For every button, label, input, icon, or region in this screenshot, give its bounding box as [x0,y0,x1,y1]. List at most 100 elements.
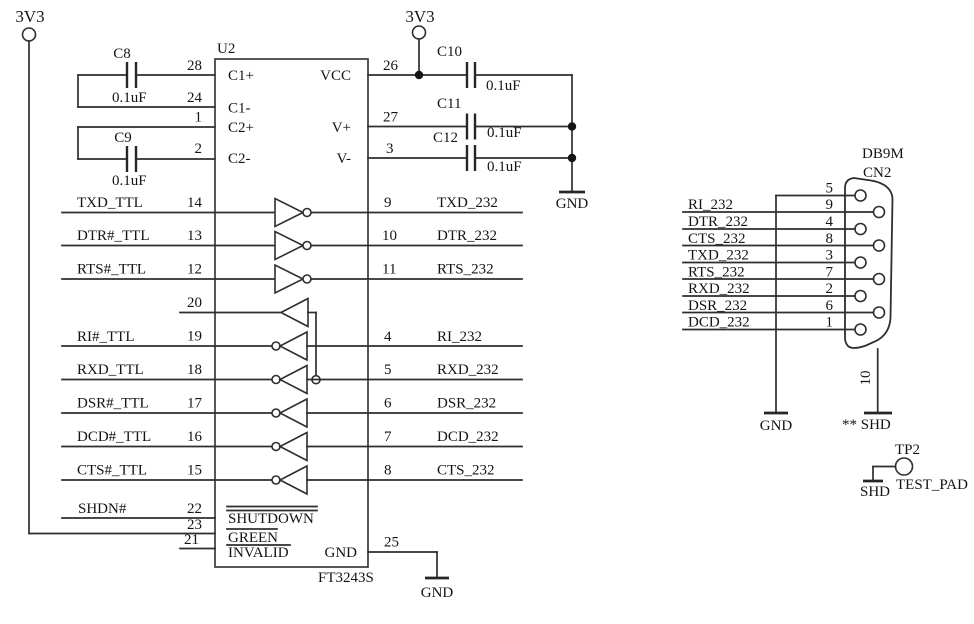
ic-pin-name: C1- [228,101,251,117]
ic-pin-name: C2- [228,151,251,167]
testpad-net-label: TEST_PAD [896,477,968,493]
net-label: RTS#_TTL [77,262,146,278]
pin-number: 3 [826,248,834,264]
pin-number: 8 [826,231,834,247]
net-label: DCD#_TTL [77,429,151,445]
ic-left-pin-numbers: 28 24 1 2 14 13 12 20 19 18 17 16 15 22 … [184,58,203,548]
decoupling-caps: C10 0.1uF C11 0.1uF C12 0.1uF GND [367,44,589,212]
tx-buffers [61,197,523,295]
pin-number: 15 [187,463,202,479]
pin-number: 19 [187,329,202,345]
pin-number: 20 [187,295,202,311]
pin-number: 2 [195,141,203,157]
net-label: RI_232 [688,197,733,213]
connector-refdes: CN2 [863,165,891,181]
cap-value: 0.1uF [112,90,147,106]
pin-number: 24 [187,90,203,106]
rx-buffers [61,330,523,496]
pin-number: 10 [382,228,397,244]
cap-refdes: C11 [437,96,461,112]
pin-number: 1 [826,315,834,331]
pin-number: 7 [384,429,392,445]
ic-ground: GND [367,551,453,601]
pin-number: 3 [386,141,394,157]
pin-number: 10 [858,371,874,386]
db9-pin-hole [854,222,867,236]
power-label: 3V3 [15,7,44,26]
connector-type: DB9M [862,146,904,162]
ic-pin-name: C1+ [228,68,254,84]
net-label: CTS_232 [437,463,495,479]
pin-number: 11 [382,262,396,278]
power-port-3v3-left: 3V3 [15,7,45,535]
power-label: 3V3 [405,7,434,26]
junction-dot [567,153,577,163]
net-label: RTS_232 [688,265,745,281]
ic-pin-name: INVALID [228,545,289,561]
net-label: RXD_TTL [77,362,144,378]
pin-number: 8 [384,463,392,479]
buffer-icon [274,263,305,295]
ic-pin-name: GREEN [228,530,278,546]
pin-number: 1 [195,110,203,126]
net-label: TXD_232 [437,195,498,211]
pin-number: 14 [187,195,203,211]
db9-pin-hole [872,272,886,286]
junction-dot [567,122,577,131]
pin-number: 16 [187,429,203,445]
pin-number: 26 [383,58,399,74]
power-pin-circle [411,25,427,40]
net-label: RXD_232 [437,362,499,378]
junction-dot [414,70,424,80]
buffer-icon [278,464,308,496]
net-label: DSR_232 [688,298,747,314]
net-label: RI#_TTL [77,329,135,345]
testpad-refdes: TP2 [895,442,920,458]
net-label: DSR_232 [437,396,496,412]
net-label: RXD_232 [688,281,750,297]
pin-number: 21 [184,532,199,548]
cap-value: 0.1uF [486,78,521,94]
net-label: TXD_TTL [77,195,143,211]
net-label: DSR#_TTL [77,396,149,412]
pin-number: 5 [826,181,834,197]
pin-number: 2 [826,281,834,297]
pin-number: 9 [384,195,392,211]
capacitor-c9: C9 0.1uF [77,126,216,189]
pin-number: 28 [187,58,202,74]
db9-pin-hole [854,289,867,303]
ic-refdes: U2 [217,41,235,57]
testpad-pad-circle [894,457,914,476]
ic-pin-name: V+ [332,120,351,136]
db9-shell [844,177,894,349]
pin-number: 13 [187,228,202,244]
db9-pin-hole [854,256,867,269]
pin-number: 9 [826,197,834,213]
pin-number: 7 [826,265,834,281]
net-label: DCD_232 [688,315,750,331]
ic-pin-name: SHUTDOWN [228,511,314,527]
db9-pin-hole [854,323,867,336]
pin-number: 18 [187,362,202,378]
ic-pin-name: C2+ [228,120,254,136]
net-label: DCD_232 [437,429,499,445]
pin-number: 4 [826,214,834,230]
rs232-net-labels: TXD_232 DTR_232 RTS_232 RI_232 RXD_232 D… [437,195,499,479]
db9-connector: DB9M CN2 5 9 4 8 3 7 2 6 1 RI_2 [682,146,904,434]
capacitor-c8: C8 0.1uF [77,46,216,108]
ground-label: GND [556,196,589,212]
shield-net-label: ** SHD [842,417,891,433]
cap-refdes: C9 [114,130,132,146]
ic-right-pin-numbers: 26 27 3 9 10 11 4 5 6 7 8 25 [382,58,399,551]
cap-value: 0.1uF [487,125,522,141]
ic-pin-name: V- [337,151,351,167]
cap-value: 0.1uF [112,173,147,189]
net-label: CTS_232 [688,231,746,247]
db9-pin-hole [872,239,886,252]
buffer-icon [274,197,305,228]
ic-pin-name: GND [325,545,358,561]
net-label: SHDN# [78,501,127,517]
net-label: RTS_232 [437,262,494,278]
